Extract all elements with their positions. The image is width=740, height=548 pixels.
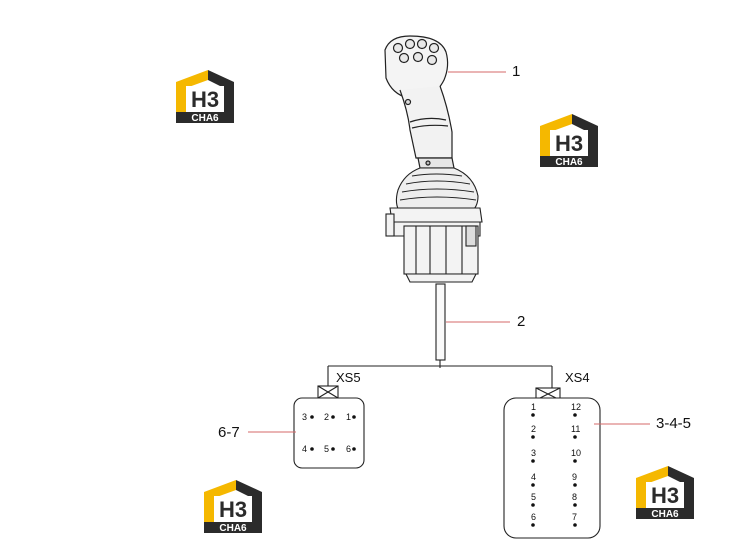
xs4-pin-label: 5 <box>531 492 536 502</box>
brand-logo-watermark: H3 CHA6 <box>540 114 598 168</box>
svg-text:H3: H3 <box>651 483 679 508</box>
callout-1: 1 <box>512 63 521 80</box>
xs5-pin-dot <box>310 447 314 451</box>
xs5-pin-label: 4 <box>302 444 307 454</box>
xs5-pin-dot <box>310 415 314 419</box>
svg-text:CHA6: CHA6 <box>651 509 679 520</box>
xs4-pin-label: 4 <box>531 472 536 482</box>
xs4-pin-label: 9 <box>572 472 577 482</box>
xs4-pin-dot <box>573 413 577 417</box>
svg-text:CHA6: CHA6 <box>555 157 583 168</box>
joystick-base <box>385 207 483 283</box>
xs4-pin-dot <box>531 435 535 439</box>
xs5-pin-label: 3 <box>302 412 307 422</box>
brand-logo-watermark: H3 CHA6 <box>204 480 262 534</box>
callout-6-7: 6-7 <box>218 424 240 441</box>
brand-logo-watermark: H3 CHA6 <box>176 70 234 124</box>
xs4-pin-label: 6 <box>531 512 536 522</box>
xs4-pin-dot <box>531 483 535 487</box>
rubber-boot <box>395 167 479 213</box>
callout-2: 2 <box>517 313 526 330</box>
xs5-pin-dot <box>352 415 356 419</box>
xs5-pin-label: 1 <box>346 412 351 422</box>
brand-logo-watermark: H3 CHA6 <box>636 466 694 520</box>
connector-xs5 <box>293 385 365 469</box>
xs5-pin-label: 6 <box>346 444 351 454</box>
cable <box>327 283 553 388</box>
xs4-pin-label: 8 <box>572 492 577 502</box>
svg-text:H3: H3 <box>555 131 583 156</box>
connector-xs4 <box>503 387 601 539</box>
xs4-pin-dot <box>573 503 577 507</box>
xs5-pin-label: 5 <box>324 444 329 454</box>
xs4-pin-dot <box>573 435 577 439</box>
xs5-pin-dot <box>331 415 335 419</box>
xs4-pin-label: 10 <box>571 448 581 458</box>
xs4-pin-dot <box>531 523 535 527</box>
xs5-pin-dot <box>352 447 356 451</box>
xs4-pins: 1 2 3 4 5 6 12 11 10 9 8 7 <box>531 402 581 527</box>
xs4-pin-dot <box>573 459 577 463</box>
xs4-title: XS4 <box>565 370 590 385</box>
xs4-pin-label: 1 <box>531 402 536 412</box>
xs4-pin-dot <box>531 413 535 417</box>
xs5-title: XS5 <box>336 370 361 385</box>
xs4-pin-label: 12 <box>571 402 581 412</box>
xs5-pins: 3 2 1 4 5 6 <box>302 412 356 454</box>
xs4-pin-dot <box>573 523 577 527</box>
joystick-handle <box>384 35 455 169</box>
callout-3-4-5: 3-4-5 <box>656 415 692 432</box>
xs4-pin-dot <box>531 459 535 463</box>
xs4-pin-label: 2 <box>531 424 536 434</box>
xs4-pin-dot <box>531 503 535 507</box>
xs4-pin-label: 7 <box>572 512 577 522</box>
svg-text:CHA6: CHA6 <box>219 523 247 534</box>
svg-text:H3: H3 <box>219 497 247 522</box>
xs4-pin-label: 11 <box>571 424 580 434</box>
xs4-pin-dot <box>573 483 577 487</box>
svg-text:CHA6: CHA6 <box>191 113 219 124</box>
svg-text:H3: H3 <box>191 87 219 112</box>
xs5-pin-label: 2 <box>324 412 329 422</box>
xs5-pin-dot <box>331 447 335 451</box>
xs4-pin-label: 3 <box>531 448 536 458</box>
leader-lines <box>248 71 650 433</box>
